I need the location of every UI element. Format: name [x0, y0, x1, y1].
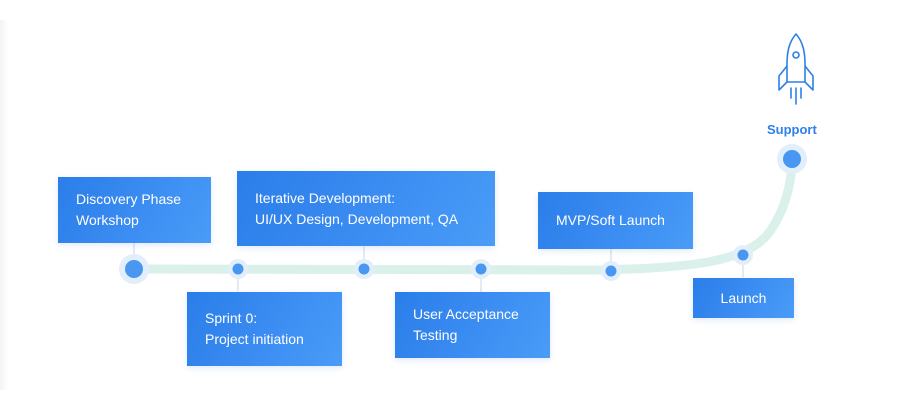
stage-sprint0-line-1: Sprint 0: [205, 310, 258, 326]
timeline-node-uat [471, 259, 491, 279]
stage-iterative-box: Iterative Development: UI/UX Design, Dev… [237, 171, 495, 246]
stage-iterative-line-1: Iterative Development: [255, 189, 396, 206]
stage-launch-line-1: Launch [720, 289, 767, 306]
stage-discovery-line-2: Workshop [76, 212, 139, 228]
timeline-node-mvp [601, 261, 621, 281]
stage-support-label: Support [767, 122, 817, 137]
stage-mvp-line-1: MVP/Soft Launch [556, 212, 665, 228]
stage-sprint0-box: Sprint 0: Project initiation [187, 292, 342, 366]
stage-discovery-line-1: Discovery Phase [76, 191, 182, 207]
stage-discovery-box: Discovery Phase Workshop [58, 177, 211, 243]
timeline-node-iterative [354, 259, 374, 279]
left-edge-shade [0, 20, 8, 390]
timeline-node-support [777, 144, 807, 174]
timeline-node-start [119, 254, 149, 284]
rocket-icon [778, 33, 814, 105]
timeline-track [129, 155, 797, 275]
stage-mvp-box: MVP/Soft Launch [538, 192, 693, 249]
stage-uat-box: User Acceptance Testing [395, 292, 550, 358]
stage-sprint0-line-2: Project initiation [205, 331, 304, 347]
stage-uat-line-1: User Acceptance [413, 306, 519, 322]
timeline-node-sprint0 [228, 259, 248, 279]
timeline-node-launch [733, 245, 753, 265]
stage-iterative-line-2: UI/UX Design, Development, QA [255, 210, 459, 227]
stage-launch-box: Launch [693, 278, 794, 318]
stage-uat-line-2: Testing [413, 327, 458, 343]
